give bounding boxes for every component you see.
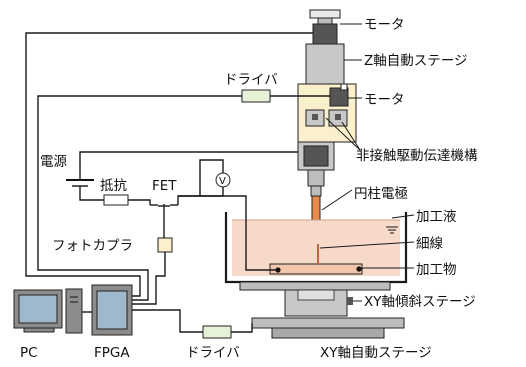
xy-stages <box>239 281 405 339</box>
workpiece <box>269 263 363 275</box>
photocoupler-box <box>157 237 173 253</box>
label-electrode: 円柱電極 <box>354 186 408 202</box>
driver-bottom-box <box>202 325 232 339</box>
label-fet: FET <box>152 178 177 194</box>
label-fluid: 加工液 <box>416 209 457 225</box>
label-motor-top: モータ <box>364 17 405 33</box>
label-driver-bottom: ドライバ <box>186 345 240 361</box>
label-xy-tilt: XY軸傾斜ステージ <box>364 294 476 310</box>
label-power: 電源 <box>40 154 67 170</box>
fet-symbol <box>150 204 178 220</box>
resistor <box>103 194 129 206</box>
motor-knob <box>309 9 341 19</box>
z-stage-body <box>305 43 345 85</box>
label-voltmeter: V <box>219 176 226 187</box>
label-xy-stage: XY軸自動ステージ <box>320 345 432 361</box>
label-wire: 細線 <box>416 236 443 252</box>
label-motor-mid: モータ <box>364 92 405 108</box>
pc-tower <box>65 288 83 334</box>
z-axis-assembly <box>297 9 357 245</box>
top-motor <box>312 23 338 45</box>
pc-unit <box>13 288 83 334</box>
label-fpga: FPGA <box>94 345 130 361</box>
driver-top-box <box>241 89 271 103</box>
label-photocoupler: フォトカプラ <box>52 238 133 254</box>
mid-motor <box>329 87 349 107</box>
wiring <box>25 23 415 333</box>
fluid-tank <box>224 212 408 284</box>
fpga-unit <box>91 284 133 336</box>
xy-auto-stage <box>251 317 405 329</box>
label-resistor: 抵抗 <box>100 178 127 194</box>
label-z-stage: Z軸自動ステージ <box>364 53 467 69</box>
label-workpiece: 加工物 <box>416 262 457 278</box>
label-noncontact-mechanism: 非接触駆動伝達機構 <box>356 147 478 164</box>
label-pc: PC <box>20 345 38 361</box>
label-driver-top: ドライバ <box>224 72 278 88</box>
